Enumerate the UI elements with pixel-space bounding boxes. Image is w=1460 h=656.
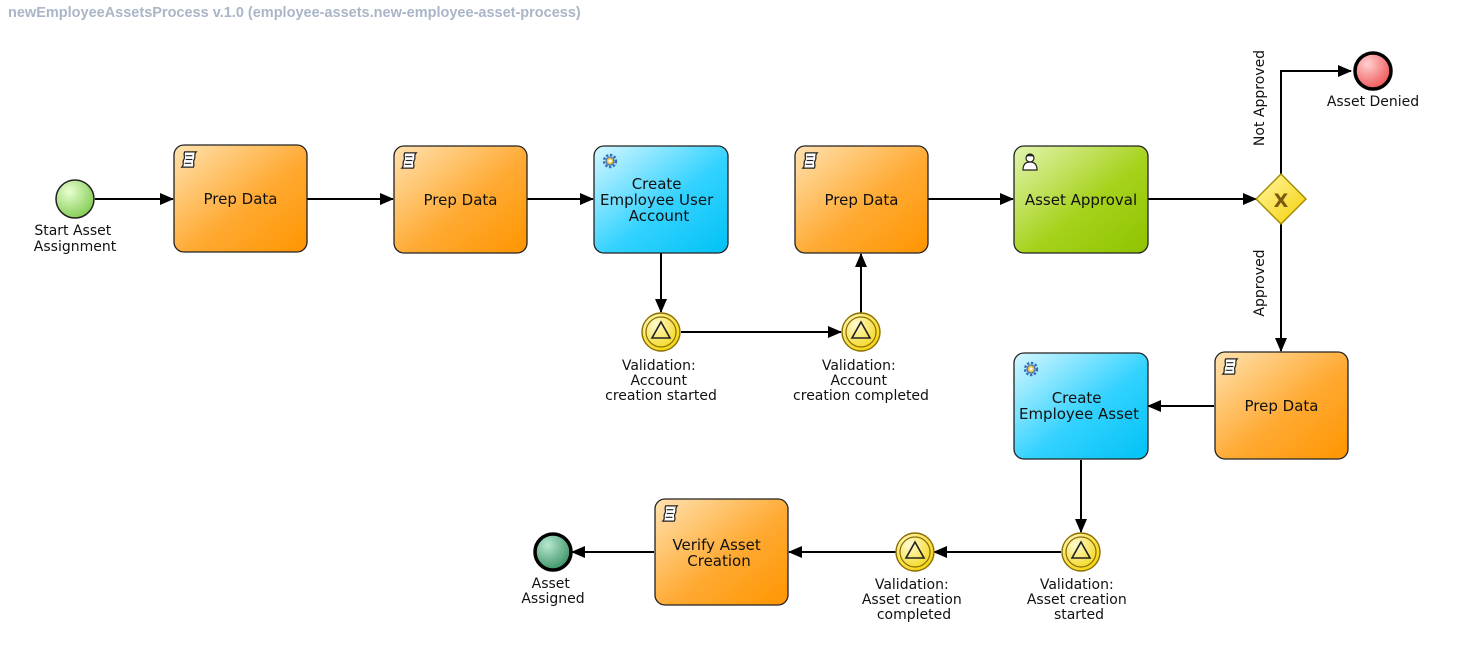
svg-text:Create Employee Asset: Create Employee Asset xyxy=(1019,389,1139,423)
script-icon xyxy=(401,152,417,169)
event-label-line1: Validation: xyxy=(1040,577,1114,593)
event-label-line2: Account xyxy=(631,373,688,389)
task-create-employee-asset[interactable]: Create Employee Asset xyxy=(1013,352,1149,460)
svg-text:Start Asset Assignment: Start Asset Assignment xyxy=(34,223,117,255)
event-label-line3: started xyxy=(1054,607,1104,623)
svg-text:Validation: Asset creati: Validation: Asset creation completed xyxy=(862,577,966,623)
end-event-asset-assigned[interactable]: Asset Assigned xyxy=(521,532,585,607)
svg-text:Prep Data: Prep Data xyxy=(1245,397,1319,415)
exclusive-gateway[interactable]: X xyxy=(1255,173,1307,225)
process-title: newEmployeeAssetsProcess v.1.0 (employee… xyxy=(8,5,581,21)
task-label-line3: Account xyxy=(629,207,690,225)
task-label-line1: Create xyxy=(1052,389,1102,407)
svg-text:Validation: Account: Validation: Account creation started xyxy=(605,358,717,404)
task-label: Prep Data xyxy=(424,191,498,209)
event-label-line3: creation started xyxy=(605,388,717,404)
task-label-line2: Creation xyxy=(687,552,750,570)
task-prep-data-4[interactable]: Prep Data xyxy=(1214,351,1349,460)
task-label-line2: Employee User xyxy=(600,191,714,209)
task-label: Prep Data xyxy=(825,191,899,209)
signal-icon xyxy=(1070,540,1092,559)
task-asset-approval[interactable]: Asset Approval xyxy=(1013,145,1149,254)
sequence-flows xyxy=(95,65,1352,558)
svg-text:Validation: Account: Validation: Account creation completed xyxy=(793,358,929,404)
task-prep-data-3[interactable]: Prep Data xyxy=(794,145,929,254)
task-label: Prep Data xyxy=(1245,397,1319,415)
signal-event-asset-creation-completed[interactable]: Validation: Asset creation completed xyxy=(862,532,966,623)
flow-not-approved[interactable] xyxy=(1280,65,1352,174)
event-label-line3: completed xyxy=(877,607,951,623)
event-label-line3: creation completed xyxy=(793,388,929,404)
svg-text:Prep Data: Prep Data xyxy=(204,190,278,208)
flow-label-not-approved: Not Approved xyxy=(1252,50,1268,146)
start-event[interactable]: Start Asset Assignment xyxy=(34,179,117,255)
event-label-line1: Validation: xyxy=(622,358,696,374)
task-label-line1: Create xyxy=(632,175,682,193)
end-event-label: Asset Denied xyxy=(1327,94,1419,110)
flow-label-approved: Approved xyxy=(1252,249,1268,316)
svg-text:Asset Assigned: Asset Assigned xyxy=(521,576,584,607)
event-label-line2: Asset creation xyxy=(862,592,962,608)
start-event-label-line1: Start Asset xyxy=(34,223,111,239)
task-prep-data-1[interactable]: Prep Data xyxy=(173,144,308,253)
svg-text:Validation: Asset creati: Validation: Asset creation started xyxy=(1027,577,1131,623)
task-prep-data-2[interactable]: Prep Data xyxy=(393,145,528,254)
signal-icon xyxy=(650,320,672,339)
task-label: Prep Data xyxy=(204,190,278,208)
start-event-label-line2: Assignment xyxy=(34,239,117,255)
script-icon xyxy=(802,152,818,169)
event-label-line1: Validation: xyxy=(875,577,949,593)
task-verify-asset-creation[interactable]: Verify Asset Creation xyxy=(654,498,789,606)
script-icon xyxy=(1222,358,1238,375)
task-label-line2: Employee Asset xyxy=(1019,405,1139,423)
script-icon xyxy=(662,505,678,522)
svg-text:Prep Data: Prep Data xyxy=(424,191,498,209)
svg-text:Prep Data: Prep Data xyxy=(825,191,899,209)
svg-text:Asset Denied: Asset Denied xyxy=(1327,94,1419,110)
event-label-line2: Account xyxy=(831,373,888,389)
task-create-employee-user-account[interactable]: Create Employee User Account xyxy=(593,145,729,254)
end-event-label-line2: Assigned xyxy=(521,591,584,607)
signal-event-account-creation-started[interactable]: Validation: Account creation started xyxy=(605,312,717,404)
signal-icon xyxy=(850,320,872,339)
end-event-asset-denied[interactable]: Asset Denied xyxy=(1327,51,1419,110)
svg-text:Verify Asset Creation: Verify Asset Creation xyxy=(672,536,765,570)
signal-event-asset-creation-started[interactable]: Validation: Asset creation started xyxy=(1027,532,1131,623)
task-label-line1: Verify Asset xyxy=(672,536,760,554)
event-label-line2: Asset creation xyxy=(1027,592,1127,608)
svg-text:Create Employee User: Create Employee User Account xyxy=(600,175,718,225)
gateway-x-icon: X xyxy=(1274,190,1289,212)
task-label: Asset Approval xyxy=(1025,191,1137,209)
script-icon xyxy=(181,151,197,168)
signal-event-account-creation-completed[interactable]: Validation: Account creation completed xyxy=(793,312,929,404)
signal-icon xyxy=(904,540,926,559)
end-event-label-line1: Asset xyxy=(532,576,571,592)
event-label-line1: Validation: xyxy=(822,358,896,374)
svg-text:Asset Approval: Asset Approval xyxy=(1025,191,1137,209)
